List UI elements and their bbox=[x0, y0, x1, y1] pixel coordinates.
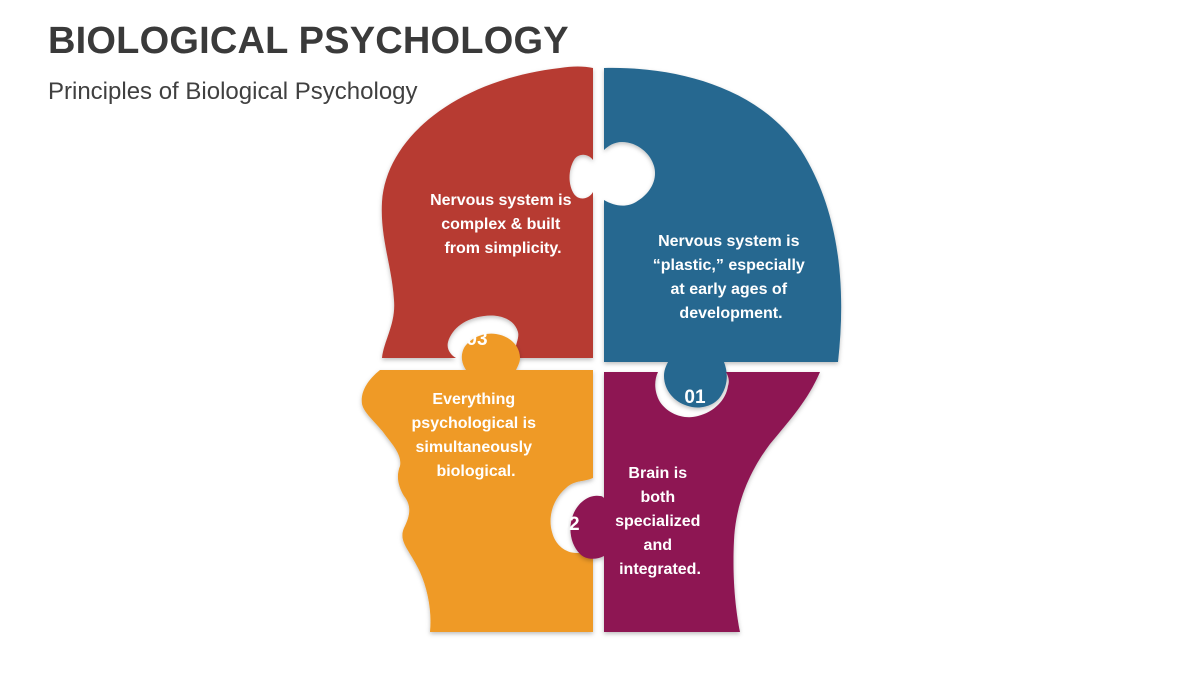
piece-02-line-2: both bbox=[640, 489, 675, 506]
puzzle-piece-03 bbox=[361, 333, 593, 632]
piece-02-line-1: Brain is bbox=[628, 465, 687, 482]
piece-01-line-4: development. bbox=[679, 305, 782, 322]
piece-number-03: 03 bbox=[466, 329, 487, 350]
piece-number-04: 04 bbox=[613, 164, 635, 185]
piece-number-01: 01 bbox=[684, 387, 706, 408]
puzzle-piece-04 bbox=[381, 66, 593, 358]
piece-02-line-5: integrated. bbox=[619, 561, 701, 578]
piece-03-text: Everything psychological is simultaneous… bbox=[412, 391, 541, 480]
piece-03-line-3: simultaneously bbox=[416, 439, 533, 456]
piece-04-line-2: complex & built bbox=[441, 216, 561, 233]
piece-01-line-1: Nervous system is bbox=[658, 233, 800, 250]
piece-03-line-2: psychological is bbox=[412, 415, 537, 432]
piece-01-line-3: at early ages of bbox=[671, 281, 788, 298]
puzzle-piece-01 bbox=[604, 67, 842, 408]
piece-04-line-1: Nervous system is bbox=[430, 192, 572, 209]
page-title: BIOLOGICAL PSYCHOLOGY bbox=[48, 20, 569, 62]
page-subtitle: Principles of Biological Psychology bbox=[48, 78, 418, 105]
piece-02-line-3: specialized bbox=[615, 513, 700, 530]
piece-number-02: 02 bbox=[558, 514, 579, 535]
puzzle-piece-02 bbox=[570, 372, 820, 632]
piece-03-line-4: biological. bbox=[436, 463, 515, 480]
piece-01-text: Nervous system is “plastic,” especially … bbox=[653, 233, 810, 322]
piece-02-text: Brain is both specialized and integrated… bbox=[615, 465, 705, 578]
piece-04-text: Nervous system is complex & built from s… bbox=[430, 192, 576, 257]
piece-04-line-3: from simplicity. bbox=[444, 240, 561, 257]
piece-02-line-4: and bbox=[644, 537, 672, 554]
piece-01-line-2: “plastic,” especially bbox=[653, 257, 805, 274]
piece-03-line-1: Everything bbox=[432, 391, 515, 408]
